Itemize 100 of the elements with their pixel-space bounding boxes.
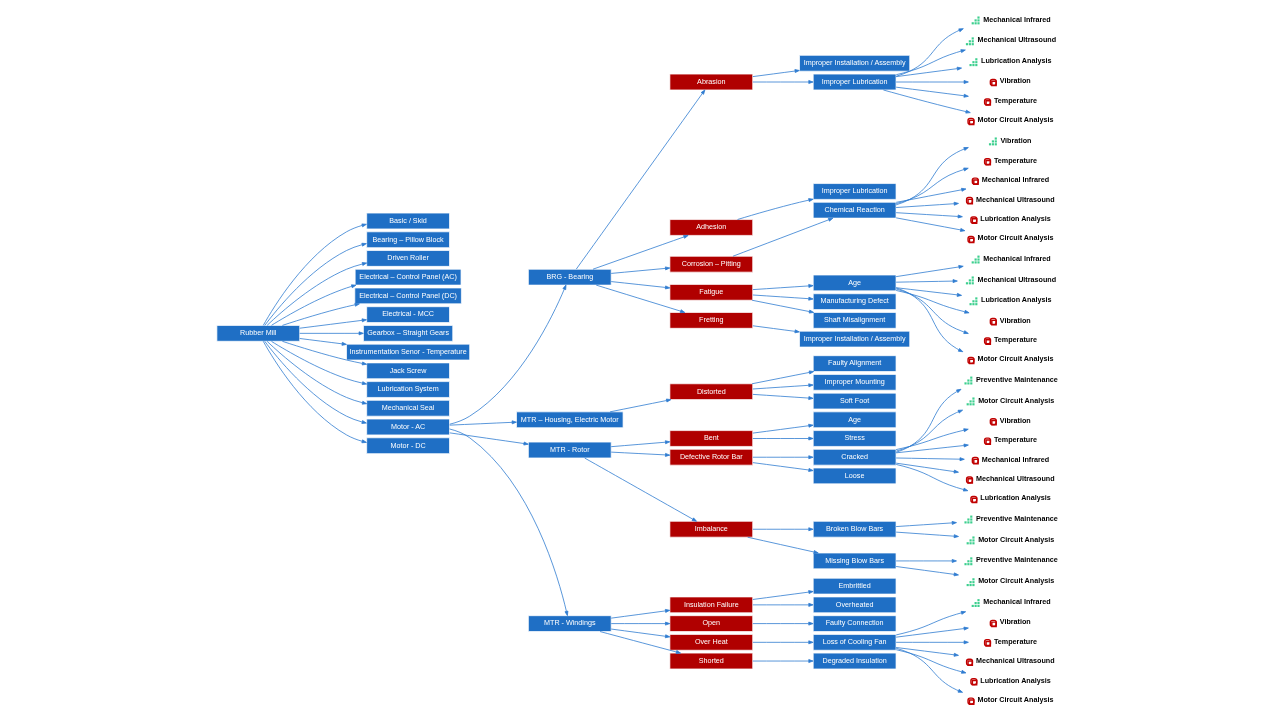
node-box: Insulation Failure — [669, 596, 754, 614]
node-label: Mechanical Infrared — [983, 597, 1051, 607]
node-label: Motor Circuit Analysis — [977, 115, 1054, 125]
arrow — [610, 628, 671, 639]
arrow — [752, 436, 814, 441]
node-label: Temperature — [993, 334, 1037, 344]
node-box: Motor - DC — [366, 437, 450, 454]
node-box: Improper Installation / Assembly — [799, 330, 911, 348]
node-label: Vibration — [999, 617, 1031, 627]
arrow — [895, 287, 962, 297]
arrow — [895, 428, 969, 450]
node-label: Mechanical Ultrasound — [977, 274, 1057, 284]
node-box: Distorted — [669, 383, 754, 400]
node-box: Bent — [669, 430, 754, 447]
arrow — [752, 590, 814, 600]
arrow — [895, 649, 967, 674]
arrow — [449, 428, 569, 616]
arrow — [752, 640, 814, 645]
arrow — [732, 217, 834, 257]
arrow — [752, 383, 814, 390]
arrow — [895, 443, 969, 454]
node-box: MTR - Windings — [528, 615, 612, 632]
node-box: Faulty Alignment — [812, 355, 897, 372]
node-box: Gearbox – Straight Gears — [363, 325, 454, 342]
node-box: Electrical - MCC — [366, 306, 450, 323]
arrow — [895, 187, 967, 203]
node-box: Electrical – Control Panel (AC) — [354, 268, 462, 286]
arrow — [895, 147, 969, 206]
arrow — [752, 69, 800, 77]
node-label: Lubrication Analysis — [980, 493, 1051, 503]
node-box: Loose — [812, 467, 897, 485]
arrow — [895, 531, 959, 539]
node-label: Temperature — [993, 155, 1037, 165]
node-label: Mechanical Infrared — [981, 175, 1050, 185]
arrow — [610, 266, 671, 274]
arrow — [895, 388, 962, 453]
arrow — [895, 647, 959, 657]
arrow — [575, 89, 706, 270]
node-box: Loss of Cooling Fan — [812, 634, 897, 651]
node-label: Lubrication Analysis — [981, 295, 1052, 305]
node-box: Manufacturing Defect — [812, 293, 897, 310]
node-label: Mechanical Ultrasound — [975, 473, 1055, 483]
arrow — [752, 80, 814, 84]
node-box: Fretting — [669, 312, 754, 329]
arrow — [895, 626, 969, 638]
node-label: Motor Circuit Analysis — [978, 534, 1055, 544]
arrow — [895, 80, 969, 84]
node-box: Fatigue — [669, 284, 754, 301]
arrow — [610, 621, 671, 626]
arrow — [282, 340, 368, 366]
node-label: Mechanical Infrared — [981, 454, 1050, 464]
arrow — [895, 409, 963, 452]
arrow — [449, 420, 517, 426]
arrow — [584, 457, 697, 522]
node-box: Instrumentation Senor - Temperature — [346, 343, 471, 361]
node-box: Cracked — [812, 448, 897, 466]
node-box: Rubber Mill — [216, 325, 301, 342]
arrow — [895, 521, 957, 527]
node-box: Abrasion — [669, 73, 754, 91]
arrow — [752, 284, 814, 290]
arrow — [595, 284, 686, 313]
node-box: Stress — [812, 430, 897, 447]
node-box: Improper Lubrication — [812, 183, 897, 200]
node-box: Improper Mounting — [812, 374, 897, 391]
node-label: Lubrication Analysis — [980, 675, 1051, 685]
arrow — [266, 340, 368, 405]
arrow — [752, 527, 814, 532]
node-label: Motor Circuit Analysis — [977, 695, 1054, 705]
arrow — [895, 265, 964, 278]
arrow — [895, 66, 962, 78]
node-label: Vibration — [999, 76, 1031, 86]
arrow — [895, 290, 970, 314]
node-box: BRG - Bearing — [528, 268, 612, 286]
arrow — [751, 299, 815, 314]
node-box: MTR – Housing, Electric Motor — [516, 411, 624, 429]
arrow — [271, 284, 357, 326]
arrow — [299, 331, 364, 336]
arrow — [747, 536, 819, 554]
arrow — [895, 457, 965, 462]
arrow — [752, 423, 814, 434]
arrow — [752, 621, 814, 626]
node-box: Corrosion – Pitting — [669, 255, 754, 273]
node-box: Lubrication System — [366, 381, 450, 398]
node-label: Temperature — [993, 636, 1037, 646]
node-label: Mechanical Ultrasound — [975, 656, 1055, 666]
node-label: Motor Circuit Analysis — [978, 395, 1055, 405]
arrow — [895, 86, 969, 98]
node-label: Preventive Maintenance — [975, 374, 1058, 384]
node-label: Preventive Maintenance — [975, 513, 1058, 523]
node-box: Over Heat — [669, 634, 754, 651]
arrow — [610, 440, 671, 448]
arrow — [599, 631, 681, 654]
arrow — [449, 432, 529, 446]
arrow — [264, 340, 367, 424]
node-box: Embrittled — [812, 577, 897, 595]
arrow — [264, 242, 367, 326]
arrow — [752, 294, 814, 301]
arrow — [610, 281, 671, 290]
node-box: Soft Foot — [812, 392, 897, 410]
arrow — [449, 284, 567, 425]
